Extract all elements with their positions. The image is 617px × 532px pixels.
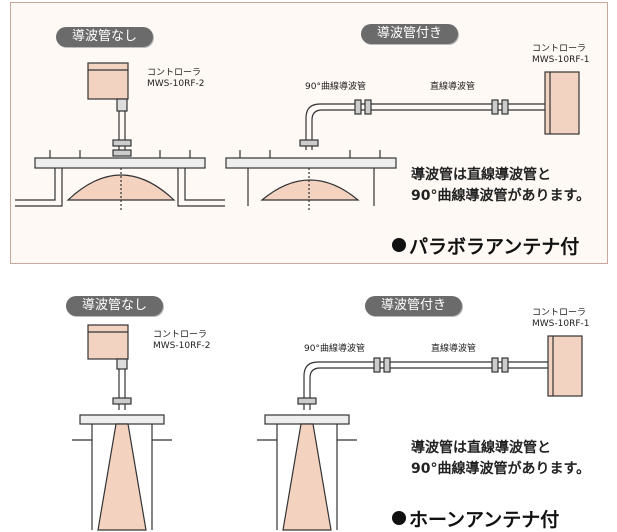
- p1-antenna-title: パラボラアンテナ付: [392, 232, 579, 259]
- p2-right-controller: [547, 335, 583, 397]
- p2-with-waveguide-pill: 導波管付き: [365, 296, 463, 316]
- p1-note: 導波管は直線導波管と 90°曲線導波管があります。: [411, 165, 590, 207]
- p1-right-assembly: [225, 71, 580, 210]
- p2-controller-left-line2: MWS-10RF-2: [153, 341, 211, 351]
- p2-left-controller: [87, 324, 129, 360]
- p1-note-line2: 90°曲線導波管があります。: [411, 188, 591, 204]
- p2-antenna-title: ホーンアンテナ付: [392, 505, 559, 532]
- p2-note-line1: 導波管は直線導波管と: [411, 440, 551, 456]
- p1-left-controller: [87, 62, 129, 100]
- p2-bend-label: 90°曲線導波管: [304, 344, 365, 354]
- p2-left-horn-beam: [97, 423, 147, 531]
- p1-note-line1: 導波管は直線導波管と: [411, 167, 551, 183]
- p2-straight-label: 直線導波管: [431, 344, 477, 354]
- p1-straight-label: 直線導波管: [430, 82, 476, 92]
- p2-controller-right-label: コントローラ MWS-10RF-1: [532, 308, 589, 330]
- p2-controller-left-line1: コントローラ: [153, 330, 208, 340]
- p2-no-waveguide-pill: 導波管なし: [66, 296, 164, 316]
- p2-antenna-title-text: ホーンアンテナ付: [409, 509, 560, 531]
- p2-note-line2: 90°曲線導波管があります。: [411, 461, 591, 477]
- p1-bend-label: 90°曲線導波管: [305, 82, 366, 92]
- p2-controller-right-line2: MWS-10RF-1: [532, 319, 590, 329]
- p1-left-dish: [66, 174, 176, 201]
- bullet-icon: [392, 511, 406, 525]
- p1-controller-right-line1: コントローラ: [532, 44, 587, 54]
- p1-controller-right-label: コントローラ MWS-10RF-1: [532, 44, 589, 66]
- p1-controller-left-line1: コントローラ: [147, 68, 202, 78]
- p1-right-controller: [544, 71, 580, 135]
- p2-note: 導波管は直線導波管と 90°曲線導波管があります。: [411, 438, 590, 480]
- p1-left-assembly: [15, 62, 225, 210]
- bullet-icon: [392, 238, 406, 252]
- p1-controller-left-line2: MWS-10RF-2: [147, 79, 205, 89]
- p1-right-dish: [260, 179, 360, 201]
- p1-controller-left-label: コントローラ MWS-10RF-2: [147, 68, 204, 90]
- p2-controller-right-line1: コントローラ: [532, 308, 587, 318]
- p1-antenna-title-text: パラボラアンテナ付: [409, 236, 580, 258]
- p1-no-waveguide-pill: 導波管なし: [56, 27, 154, 47]
- p1-controller-right-line2: MWS-10RF-1: [532, 55, 590, 65]
- p1-with-waveguide-pill: 導波管付き: [361, 24, 459, 44]
- p2-right-assembly: [257, 335, 583, 531]
- p2-right-horn-beam: [282, 423, 332, 531]
- p2-controller-left-label: コントローラ MWS-10RF-2: [153, 330, 210, 352]
- p2-left-assembly: [72, 324, 172, 531]
